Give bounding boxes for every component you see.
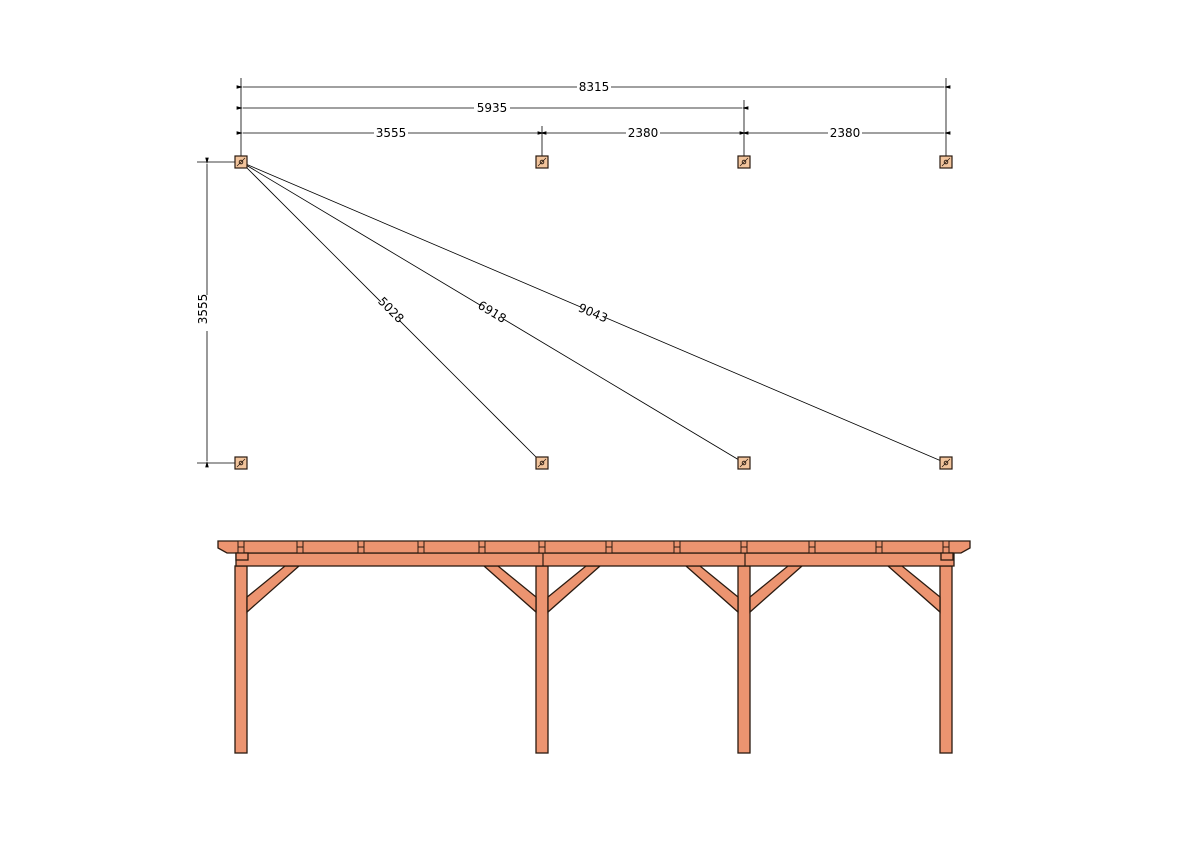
post-diagonal-mark — [537, 157, 547, 167]
knee-brace — [886, 565, 941, 614]
post-center-mark — [539, 460, 545, 466]
knee-brace — [482, 565, 537, 614]
rafters — [237, 540, 950, 554]
post — [939, 565, 953, 754]
post-diagonal-mark — [941, 458, 951, 468]
beam — [235, 552, 955, 567]
dimension-label: 6918 — [475, 298, 508, 326]
dimension-label: 8315 — [579, 80, 610, 94]
plate-block — [235, 552, 249, 561]
knee-brace — [547, 565, 602, 614]
top-plate — [217, 540, 971, 554]
dimension-label: 3555 — [376, 126, 407, 140]
dimension-label: 2380 — [628, 126, 659, 140]
elevation-posts — [234, 565, 953, 754]
dimension-label: 3555 — [196, 294, 210, 325]
post-center-mark — [238, 460, 244, 466]
post-center-mark — [741, 460, 747, 466]
post-center-mark — [539, 159, 545, 165]
dimension-vertical: 3555 — [196, 157, 210, 468]
dimension-label: 5935 — [477, 101, 508, 115]
post-diagonal-mark — [236, 157, 246, 167]
post-center-mark — [238, 159, 244, 165]
post-diagonal-mark — [941, 157, 951, 167]
post-diagonal-mark — [739, 458, 749, 468]
dimension-label: 9043 — [576, 301, 610, 326]
dimension-bay-2: 2380 — [537, 126, 749, 140]
plan-posts — [234, 155, 953, 470]
dimension-bay-1: 3555 — [236, 126, 547, 140]
post — [737, 565, 751, 754]
dimension-5935: 5935 — [236, 101, 749, 115]
diagonal-9043: 9043 — [240, 161, 947, 464]
dimension-label: 2380 — [830, 126, 861, 140]
post-center-mark — [943, 159, 949, 165]
diagonal-6918: 6918 — [240, 161, 745, 464]
post-diagonal-mark — [236, 458, 246, 468]
dimension-bay-3: 2380 — [739, 126, 951, 140]
knee-brace — [749, 565, 804, 614]
dimension-label: 5028 — [375, 294, 406, 325]
plate-block — [940, 552, 954, 561]
knee-brace — [246, 565, 301, 614]
post — [234, 565, 248, 754]
knee-brace — [684, 565, 739, 614]
post — [535, 565, 549, 754]
post-diagonal-mark — [739, 157, 749, 167]
dimension-overall: 8315 — [236, 80, 951, 94]
braces — [246, 565, 941, 614]
plan-view: 8315 5935 3555 2380 2380 — [196, 78, 953, 470]
post-center-mark — [943, 460, 949, 466]
side-elevation — [217, 540, 971, 754]
post-diagonal-mark — [537, 458, 547, 468]
post-center-mark — [741, 159, 747, 165]
